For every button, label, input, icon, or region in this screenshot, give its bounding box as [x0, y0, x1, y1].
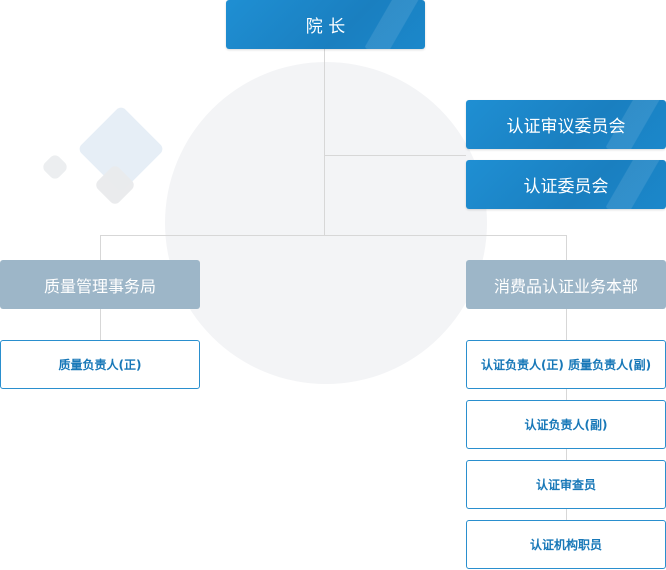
position-label: 认证负责人(副)	[524, 418, 608, 432]
position-box: 质量负责人(正)	[0, 340, 200, 389]
committee-label: 认证委员会	[523, 177, 609, 197]
decorative-diamond-small	[40, 152, 70, 182]
head-box: 院 长	[226, 0, 425, 49]
connector-right-drop	[566, 235, 567, 260]
connector-head-vertical	[324, 49, 325, 236]
position-box: 认证审查员	[466, 460, 666, 509]
position-box: 认证负责人(正) 质量负责人(副)	[466, 340, 666, 389]
position-box: 认证负责人(副)	[466, 400, 666, 449]
position-label: 认证负责人(正) 质量负责人(副)	[480, 358, 652, 372]
branch-title-left: 质量管理事务局	[0, 260, 200, 309]
branch-title-label: 质量管理事务局	[43, 276, 156, 296]
position-label: 质量负责人(正)	[58, 358, 142, 372]
position-box: 认证机构职员	[466, 520, 666, 569]
connector-committee	[324, 155, 466, 156]
committee-box: 认证审议委员会	[466, 100, 666, 149]
background-circle	[165, 62, 487, 384]
head-label: 院 长	[305, 17, 346, 37]
branch-title-right: 消费品认证业务本部	[466, 260, 666, 309]
connector-branch-horizontal	[100, 235, 567, 236]
committee-box: 认证委员会	[466, 160, 666, 209]
connector-left-positions	[100, 309, 101, 340]
branch-title-label: 消费品认证业务本部	[493, 276, 638, 296]
connector-left-drop	[100, 235, 101, 260]
position-label: 认证机构职员	[529, 538, 602, 552]
committee-label: 认证审议委员会	[506, 117, 626, 137]
position-label: 认证审查员	[535, 478, 596, 492]
